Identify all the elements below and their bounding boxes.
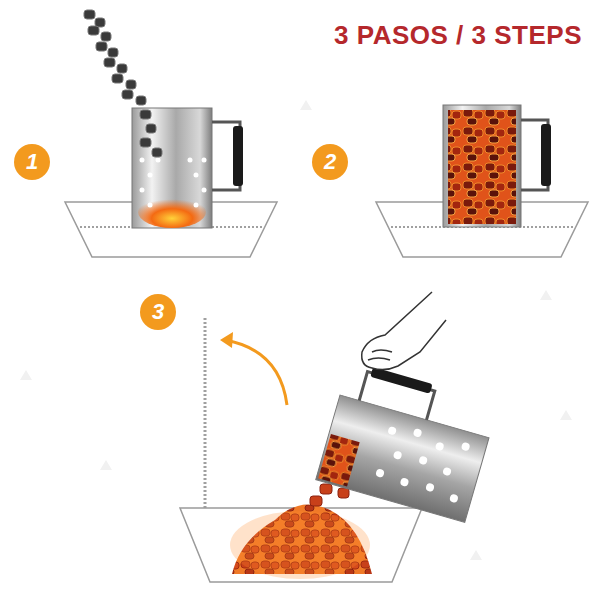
chimney-starter xyxy=(132,108,243,228)
lift-arrow-head xyxy=(220,332,233,348)
lift-arrow xyxy=(225,340,287,405)
chimney-starter-tilted xyxy=(316,360,499,522)
coal-pile xyxy=(230,504,372,579)
step-number: 2 xyxy=(324,149,336,175)
step-circle: 2 xyxy=(312,144,348,180)
grill-pan xyxy=(180,508,422,582)
chimney-starter-lit xyxy=(443,105,551,227)
grill-grate-lifted xyxy=(205,318,206,540)
falling-coals xyxy=(84,10,162,157)
step-circle: 1 xyxy=(14,144,50,180)
step-circle: 3 xyxy=(140,294,176,330)
page-title: 3 PASOS / 3 STEPS xyxy=(334,20,582,51)
hand xyxy=(362,292,446,370)
step-number: 3 xyxy=(152,299,164,325)
step-number: 1 xyxy=(26,149,38,175)
